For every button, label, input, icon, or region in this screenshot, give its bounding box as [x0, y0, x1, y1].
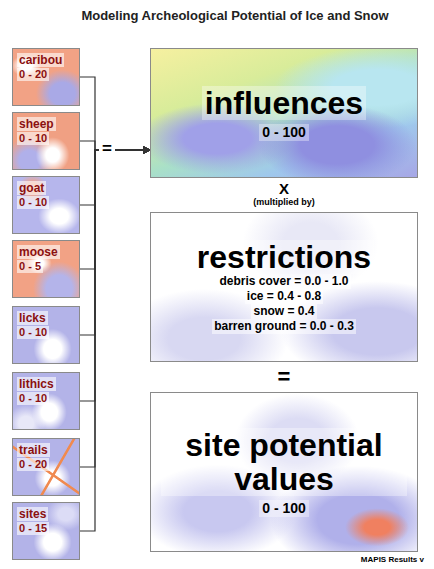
layer-name: lithics — [17, 377, 56, 391]
merge-connector — [80, 77, 150, 150]
layer-name: licks — [17, 311, 48, 325]
input-map-tile: sheep0 - 10 — [12, 112, 80, 170]
input-map-tile: moose0 - 5 — [12, 240, 80, 298]
value-range: 0 - 10 — [17, 132, 49, 145]
value-range: 0 - 20 — [17, 68, 49, 81]
restriction-value: debris cover = 0.0 - 1.0 — [217, 274, 350, 289]
layer-name: sites — [17, 507, 48, 521]
credit-note: MAPIS Results v — [300, 555, 424, 565]
input-map-tile: licks0 - 10 — [12, 306, 80, 364]
value-range: 0 - 20 — [17, 458, 49, 471]
multiply-sign: X — [150, 180, 418, 198]
equals-sign: = — [99, 139, 115, 159]
value-range: 0 - 15 — [17, 522, 49, 535]
layer-name: caribou — [17, 53, 64, 67]
value-range: 0 - 5 — [17, 260, 43, 273]
value-range: 0 - 10 — [17, 326, 49, 339]
site-potential-map: site potential values 0 - 100 — [150, 392, 418, 552]
value-range: 0 - 10 — [17, 196, 49, 209]
layer-name: trails — [17, 443, 50, 457]
equals-sign: = — [150, 364, 418, 390]
input-map-tile: goat0 - 10 — [12, 176, 80, 234]
merge-connector — [80, 150, 150, 401]
influences-map: influences 0 - 100 — [150, 48, 418, 178]
map-heading: site potential values — [161, 428, 407, 496]
input-map-tile: sites0 - 15 — [12, 502, 80, 560]
value-range: 0 - 100 — [259, 500, 309, 517]
restriction-value: snow = 0.4 — [251, 304, 316, 319]
restriction-value: barren ground = 0.0 - 0.3 — [212, 319, 356, 334]
restriction-value: ice = 0.4 - 0.8 — [245, 289, 323, 304]
merge-connector — [80, 150, 150, 269]
merge-connector — [80, 150, 150, 467]
input-map-tile: caribou0 - 20 — [12, 48, 80, 106]
layer-name: moose — [17, 245, 60, 259]
merge-connector — [80, 150, 150, 205]
input-map-tile: trails0 - 20 — [12, 438, 80, 496]
value-range: 0 - 100 — [259, 124, 309, 141]
map-heading: influences — [202, 86, 366, 120]
map-heading: restrictions — [194, 240, 374, 274]
operator-note: (multiplied by) — [150, 197, 418, 208]
input-map-tile: lithics0 - 10 — [12, 372, 80, 430]
value-range: 0 - 10 — [17, 392, 49, 405]
layer-name: goat — [17, 181, 46, 195]
layer-name: sheep — [17, 117, 56, 131]
merge-connector — [80, 150, 150, 335]
restrictions-map: restrictionsdebris cover = 0.0 - 1.0ice … — [150, 212, 418, 362]
diagram-title: Modeling Archeological Potential of Ice … — [40, 8, 430, 23]
merge-connector — [80, 150, 150, 531]
merge-connector — [80, 141, 150, 150]
